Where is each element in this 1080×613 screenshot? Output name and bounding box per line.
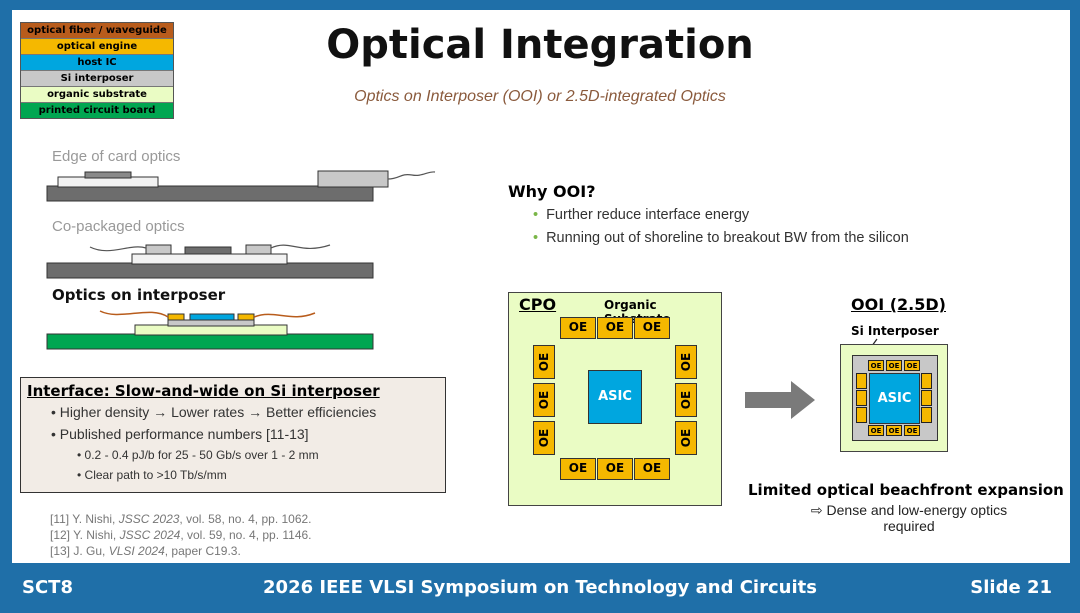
slide-subtitle: Optics on Interposer (OOI) or 2.5D-integ… — [354, 88, 726, 105]
interface-bullet-2: • Published performance numbers [11-13] — [51, 426, 309, 442]
ooi-oe-bottom-2: OE — [886, 425, 902, 436]
ref-12-details: , vol. 59, no. 4, pp. 1146. — [180, 528, 312, 542]
bullet-dot: • — [533, 207, 539, 223]
legend-optical-fiber: optical fiber / waveguide — [21, 23, 173, 39]
legend-si-interposer: Si interposer — [21, 71, 173, 87]
interface-sub-1: • 0.2 - 0.4 pJ/b for 25 - 50 Gb/s over 1… — [77, 448, 319, 462]
oe-left-2: OE — [533, 383, 555, 417]
ooi-oe-bottom-3: OE — [904, 425, 920, 436]
oe-top-3: OE — [634, 317, 670, 339]
oe-bottom-2: OE — [597, 458, 633, 480]
interface-bullet-1-text: Higher density → Lower rates → Better ef… — [59, 404, 377, 420]
oe-bottom-1: OE — [560, 458, 596, 480]
interface-sub-2-text: Clear path to >10 Tb/s/mm — [84, 468, 227, 482]
ooi-oe-bottom-1: OE — [868, 425, 884, 436]
oe-bottom-3: OE — [634, 458, 670, 480]
cpo-title: CPO — [519, 295, 557, 314]
why-ooi-heading: Why OOI? — [508, 182, 596, 201]
ooi-oe-left-1 — [856, 373, 867, 389]
oe-top-2: OE — [597, 317, 633, 339]
cpo-diagram: CPO Organic Substrate OE OE OE OE OE OE … — [508, 292, 722, 506]
ref-12-journal: JSSC 2024 — [119, 528, 181, 542]
interface-sub-1-text: 0.2 - 0.4 pJ/b for 25 - 50 Gb/s over 1 -… — [84, 448, 319, 462]
beachfront-heading: Limited optical beachfront expansion — [748, 481, 1064, 499]
ooi-asic: ASIC — [869, 373, 920, 424]
ref-11-author: [11] Y. Nishi, — [50, 512, 119, 526]
ooi-oe-top-1: OE — [868, 360, 884, 371]
oe-top-1: OE — [560, 317, 596, 339]
legend-optical-engine: optical engine — [21, 39, 173, 55]
legend-pcb: printed circuit board — [21, 103, 173, 118]
why-bullet-2: • Running out of shoreline to breakout BW… — [533, 230, 909, 246]
ooi-oe-right-1 — [921, 373, 932, 389]
oe-right-2: OE — [675, 383, 697, 417]
reference-13: [13] J. Gu, VLSI 2024, paper C19.3. — [50, 544, 241, 558]
oe-right-1: OE — [675, 345, 697, 379]
legend-organic-substrate: organic substrate — [21, 87, 173, 103]
footer-slide-number: Slide 21 — [970, 577, 1052, 598]
oe-right-2-label: OE — [679, 390, 693, 410]
why-bullet-1: • Further reduce interface energy — [533, 207, 749, 223]
footer-conference: 2026 IEEE VLSI Symposium on Technology a… — [263, 577, 817, 598]
color-legend: optical fiber / waveguide optical engine… — [20, 22, 174, 119]
arrow-icon — [745, 381, 815, 419]
ref-11-details: , vol. 58, no. 4, pp. 1062. — [179, 512, 312, 526]
ooi-label: Optics on interposer — [52, 286, 226, 304]
oe-right-3: OE — [675, 421, 697, 455]
oe-right-3-label: OE — [679, 428, 693, 448]
interface-box: Interface: Slow-and-wide on Si interpose… — [20, 377, 446, 493]
top-bar — [0, 0, 1080, 6]
ref-11-journal: JSSC 2023 — [118, 512, 180, 526]
oe-left-3: OE — [533, 421, 555, 455]
beachfront-note: ⇨ Dense and low-energy optics required — [810, 502, 1008, 534]
oe-left-1-label: OE — [537, 352, 551, 372]
interface-bullet-1: • Higher density → Lower rates → Better … — [51, 404, 377, 420]
why-bullet-2-text: Running out of shoreline to breakout BW … — [546, 230, 909, 246]
oe-left-2-label: OE — [537, 390, 551, 410]
why-bullet-1-text: Further reduce interface energy — [546, 207, 750, 223]
package-cross-sections — [46, 170, 436, 350]
edge-of-card-label: Edge of card optics — [52, 148, 181, 165]
oe-right-1-label: OE — [679, 352, 693, 372]
footer-session: SCT8 — [22, 577, 73, 598]
ref-13-journal: VLSI 2024 — [108, 544, 165, 558]
ooi-oe-right-3 — [921, 407, 932, 423]
interface-heading: Interface: Slow-and-wide on Si interpose… — [27, 382, 380, 400]
slide-title: Optical Integration — [326, 22, 754, 68]
cpo-asic: ASIC — [588, 370, 642, 424]
bullet-dot: • — [533, 230, 539, 246]
ooi-oe-right-2 — [921, 390, 932, 406]
ref-13-author: [13] J. Gu, — [50, 544, 109, 558]
reference-12: [12] Y. Nishi, JSSC 2024, vol. 59, no. 4… — [50, 528, 312, 542]
interface-bullet-2-text: Published performance numbers [11-13] — [59, 426, 309, 442]
oe-left-3-label: OE — [537, 428, 551, 448]
oe-left-1: OE — [533, 345, 555, 379]
footer-bar: SCT8 2026 IEEE VLSI Symposium on Technol… — [0, 563, 1080, 613]
ooi-title: OOI (2.5D) — [851, 295, 946, 314]
si-interposer-label: Si Interposer — [851, 324, 939, 338]
ooi-oe-top-2: OE — [886, 360, 902, 371]
co-packaged-label: Co-packaged optics — [52, 218, 185, 235]
ooi-oe-left-3 — [856, 407, 867, 423]
legend-host-ic: host IC — [21, 55, 173, 71]
ref-13-details: , paper C19.3. — [164, 544, 241, 558]
interface-sub-2: • Clear path to >10 Tb/s/mm — [77, 468, 227, 482]
ref-12-author: [12] Y. Nishi, — [50, 528, 120, 542]
ooi-oe-top-3: OE — [904, 360, 920, 371]
reference-11: [11] Y. Nishi, JSSC 2023, vol. 58, no. 4… — [50, 512, 312, 526]
ooi-oe-left-2 — [856, 390, 867, 406]
